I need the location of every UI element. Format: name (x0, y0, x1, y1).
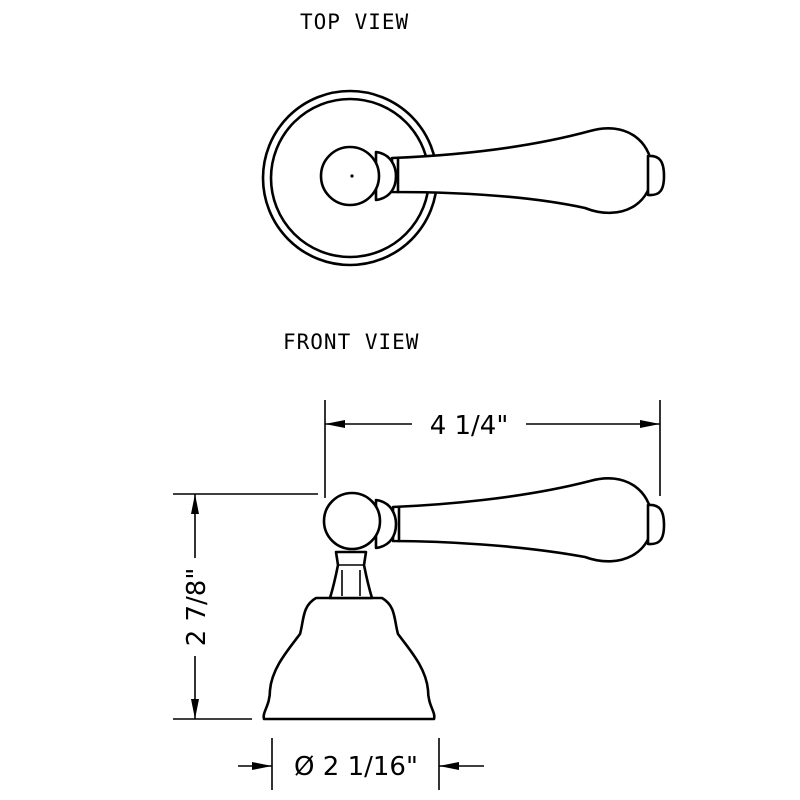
diameter-value: Ø 2 1/16" (294, 752, 418, 782)
front-base (262, 596, 436, 721)
height-dimension: 2 7/8" (173, 493, 318, 720)
front-collar (374, 498, 398, 550)
top-center-mark (350, 174, 354, 178)
front-lever-handle (391, 477, 654, 563)
front-view (262, 477, 666, 721)
width-dimension: 4 1/4" (324, 400, 661, 498)
diameter-arrow-left (252, 762, 272, 770)
top-collar (374, 150, 398, 202)
top-view-label: TOP VIEW (300, 10, 409, 34)
height-arrow-bottom (191, 699, 199, 719)
diameter-arrow-right (439, 762, 459, 770)
width-value: 4 1/4" (430, 411, 509, 441)
front-hub (322, 491, 382, 551)
top-lever-handle (390, 127, 654, 215)
top-view (261, 89, 666, 267)
height-arrow-top (191, 494, 199, 514)
top-hub (319, 145, 381, 207)
diameter-dimension: Ø 2 1/16" (238, 738, 484, 790)
height-value: 2 7/8" (182, 568, 212, 647)
width-arrow-left (325, 420, 345, 428)
front-lever-tip (646, 503, 666, 546)
width-arrow-right (640, 420, 660, 428)
top-lever-tip (646, 154, 666, 197)
front-stem (328, 550, 374, 600)
front-view-label: FRONT VIEW (283, 330, 419, 354)
